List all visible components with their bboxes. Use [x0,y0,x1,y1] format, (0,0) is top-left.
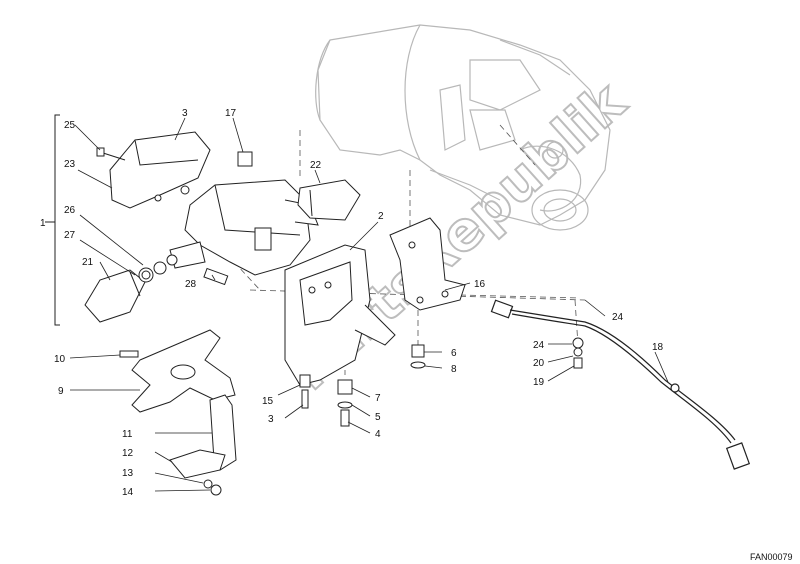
part-bracket-16 [389,217,466,311]
callout-22: 22 [310,160,322,171]
callout-11: 11 [122,429,133,440]
callout-3: 3 [182,108,188,119]
callout-27: 27 [64,230,76,241]
callout-26: 26 [64,205,76,216]
callout-25: 25 [64,120,76,131]
callout-labels: 1 2 3 3 4 5 6 7 8 9 10 11 12 13 14 15 16… [40,108,664,498]
callout-2: 2 [378,211,384,222]
callout-5: 5 [375,412,381,423]
part-plate-support [284,244,396,386]
assembly-bracket [45,114,60,326]
callout-4: 4 [375,429,381,440]
engine-outline [315,24,611,231]
callout-17: 17 [225,108,237,119]
callout-20: 20 [533,358,545,369]
callout-1: 1 [40,218,46,229]
callout-19: 19 [533,377,545,388]
part-turn-signal-right [297,179,361,221]
callout-12: 12 [122,448,134,459]
callout-28: 28 [185,279,197,290]
callout-15: 15 [262,396,274,407]
callout-16: 16 [474,279,486,290]
callout-23: 23 [64,159,76,170]
callout-6: 6 [451,348,457,359]
callout-13: 13 [122,468,134,479]
callout-14: 14 [122,487,134,498]
leader-lines [69,117,669,492]
part-tail-light-bracket [166,179,319,276]
callout-24: 24 [533,340,545,351]
callout-3: 3 [268,414,274,425]
callout-21: 21 [82,257,94,268]
part-small-hardware [96,147,253,286]
part-rear-cover [109,131,211,209]
part-wiring-harness [490,299,751,470]
callout-24: 24 [612,312,624,323]
part-fasteners [299,337,584,427]
callout-10: 10 [54,354,66,365]
part-turn-signal-left [84,269,146,323]
callout-8: 8 [451,364,457,375]
part-lower-bracket [169,394,237,496]
callout-9: 9 [58,386,64,397]
callout-7: 7 [375,393,381,404]
callout-18: 18 [652,342,664,353]
part-plate-holder [119,329,236,413]
drawing-code: FAN00079 [750,552,793,562]
